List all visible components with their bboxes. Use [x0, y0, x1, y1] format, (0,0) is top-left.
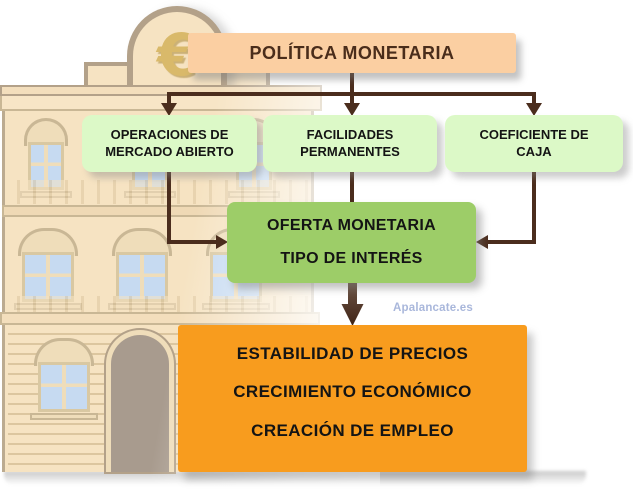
node-oferta-monetaria-tipo-interes: OFERTA MONETARIA TIPO DE INTERÉS [227, 202, 476, 283]
node-politica-monetaria: POLÍTICA MONETARIA [188, 33, 516, 73]
node-label-line: COEFICIENTE DE [479, 126, 589, 142]
arrowhead-left-into-oferta [476, 235, 488, 249]
arrowhead-down-right [526, 103, 542, 116]
node-coeficiente-de-caja: COEFICIENTE DE CAJA [445, 115, 623, 172]
node-operaciones-mercado-abierto: OPERACIONES DE MERCADO ABIERTO [82, 115, 257, 172]
node-objetivos-finales: ESTABILIDAD DE PRECIOS CRECIMIENTO ECONÓ… [178, 325, 527, 472]
node-label-line: OPERACIONES DE [110, 126, 229, 142]
node-label-line: MERCADO ABIERTO [105, 143, 234, 159]
node-label-line: OFERTA MONETARIA [267, 217, 436, 234]
node-label-line: PERMANENTES [300, 143, 400, 159]
node-label: POLÍTICA MONETARIA [249, 42, 455, 63]
node-label-line: CAJA [516, 143, 552, 159]
node-facilidades-permanentes: FACILIDADES PERMANENTES [263, 115, 437, 172]
arrow-oferta-to-objetivos [341, 283, 364, 326]
node-label-line: CRECIMIENTO ECONÓMICO [233, 382, 472, 401]
connector-coeficiente-to-oferta [487, 172, 536, 244]
node-label-line: CREACIÓN DE EMPLEO [251, 420, 454, 440]
connector-omabierto-to-oferta [167, 172, 217, 244]
watermark-apalancate: Apalancate.es [393, 302, 473, 314]
node-label-line: FACILIDADES [306, 126, 394, 142]
node-label-line: TIPO DE INTERÉS [280, 250, 423, 267]
node-label-line: ESTABILIDAD DE PRECIOS [236, 343, 469, 363]
